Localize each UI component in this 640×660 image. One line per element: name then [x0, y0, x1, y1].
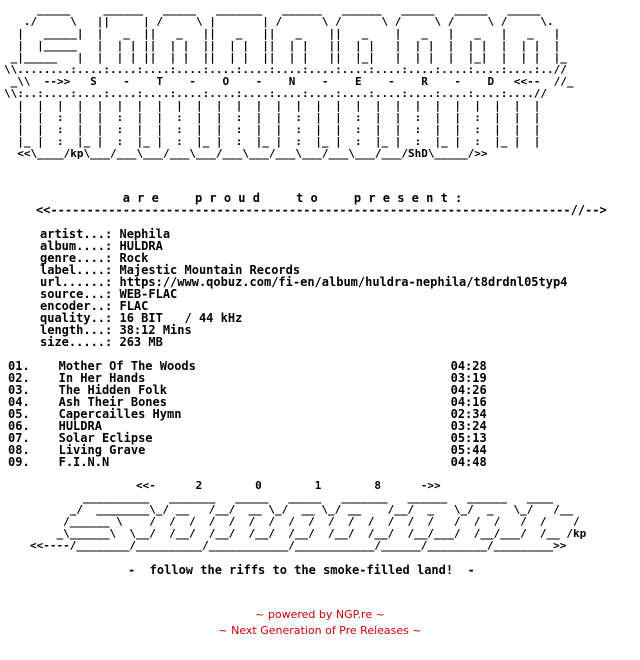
track-row: 01. Mother Of The Woods 04:28	[8, 360, 487, 372]
info-row-length: length...: 38:12 Mins	[40, 324, 567, 336]
album-label: album....:	[40, 239, 113, 253]
encoder-label: encoder..:	[40, 299, 113, 313]
source-value: WEB-FLAC	[119, 287, 178, 301]
track-number: 01.	[8, 359, 30, 373]
quality-label: quality..:	[40, 311, 113, 325]
track-number: 03.	[8, 383, 30, 397]
info-row-url: url......: https://www.qobuz.com/fi-en/a…	[40, 276, 567, 288]
track-duration: 03:24	[450, 419, 487, 433]
track-number: 02.	[8, 371, 30, 385]
track-row: 03. The Hidden Folk 04:26	[8, 384, 487, 396]
length-label: length...:	[40, 323, 113, 337]
track-row: 08. Living Grave 05:44	[8, 444, 487, 456]
tagline: - follow the riffs to the smoke-filled l…	[128, 563, 475, 577]
present-line: a r e p r o u d t o p r e s e n t :	[36, 191, 463, 205]
size-label: size.....:	[40, 335, 113, 349]
track-duration: 04:16	[450, 395, 487, 409]
track-title: The Hidden Folk	[58, 383, 167, 397]
size-value: 263 MB	[119, 335, 163, 349]
track-title: Capercailles Hymn	[58, 407, 182, 421]
track-row: 09. F.I.N.N 04:48	[8, 456, 487, 468]
ascii-art-header: _____ ______ _____ _______ ______ ______…	[4, 3, 574, 160]
track-duration: 04:48	[450, 455, 487, 469]
track-number: 07.	[8, 431, 30, 445]
track-number: 05.	[8, 407, 30, 421]
track-title: Living Grave	[58, 443, 146, 457]
info-row-album: album....: HULDRA	[40, 240, 567, 252]
encoder-value: FLAC	[119, 299, 149, 313]
label-value: Majestic Mountain Records	[119, 263, 301, 277]
label-label: label....:	[40, 263, 113, 277]
arrow-divider: <<--------------------------------------…	[36, 203, 607, 217]
track-duration: 02:34	[450, 407, 487, 421]
track-title: In Her Hands	[58, 371, 146, 385]
ascii-art-year-banner: <<- 2 0 1 8 ->> __________ _______ _____…	[30, 479, 587, 552]
track-row: 07. Solar Eclipse 05:13	[8, 432, 487, 444]
track-number: 06.	[8, 419, 30, 433]
track-title: F.I.N.N	[58, 455, 110, 469]
info-row-quality: quality..: 16 BIT / 44 kHz	[40, 312, 567, 324]
track-title: Solar Eclipse	[58, 431, 153, 445]
length-value: 38:12 Mins	[119, 323, 192, 337]
track-duration: 05:13	[450, 431, 487, 445]
info-row-genre: genre....: Rock	[40, 252, 567, 264]
genre-value: Rock	[119, 251, 149, 265]
footer-powered-by: ~ powered by NGP.re ~	[255, 608, 385, 621]
track-duration: 04:28	[450, 359, 487, 373]
track-title: Ash Their Bones	[58, 395, 167, 409]
artist-value: Nephila	[119, 227, 171, 241]
info-row-size: size.....: 263 MB	[40, 336, 567, 348]
source-label: source...:	[40, 287, 113, 301]
track-number: 08.	[8, 443, 30, 457]
track-title: HULDRA	[58, 419, 102, 433]
info-row-encoder: encoder..: FLAC	[40, 300, 567, 312]
track-title: Mother Of The Woods	[58, 359, 196, 373]
track-row: 05. Capercailles Hymn 02:34	[8, 408, 487, 420]
url-value[interactable]: https://www.qobuz.com/fi-en/album/huldra…	[119, 275, 568, 289]
artist-label: artist...:	[40, 227, 113, 241]
info-row-source: source...: WEB-FLAC	[40, 288, 567, 300]
track-duration: 04:26	[450, 383, 487, 397]
genre-label: genre....:	[40, 251, 113, 265]
quality-value: 16 BIT / 44 kHz	[119, 311, 243, 325]
track-number: 09.	[8, 455, 30, 469]
track-duration: 05:44	[450, 443, 487, 457]
info-row-label: label....: Majestic Mountain Records	[40, 264, 567, 276]
album-value: HULDRA	[119, 239, 163, 253]
track-row: 04. Ash Their Bones 04:16	[8, 396, 487, 408]
track-row: 06. HULDRA 03:24	[8, 420, 487, 432]
track-row: 02. In Her Hands 03:19	[8, 372, 487, 384]
track-duration: 03:19	[450, 371, 487, 385]
footer-subtitle: ~ Next Generation of Pre Releases ~	[218, 624, 422, 637]
url-label: url......:	[40, 275, 113, 289]
track-number: 04.	[8, 395, 30, 409]
info-row-artist: artist...: Nephila	[40, 228, 567, 240]
